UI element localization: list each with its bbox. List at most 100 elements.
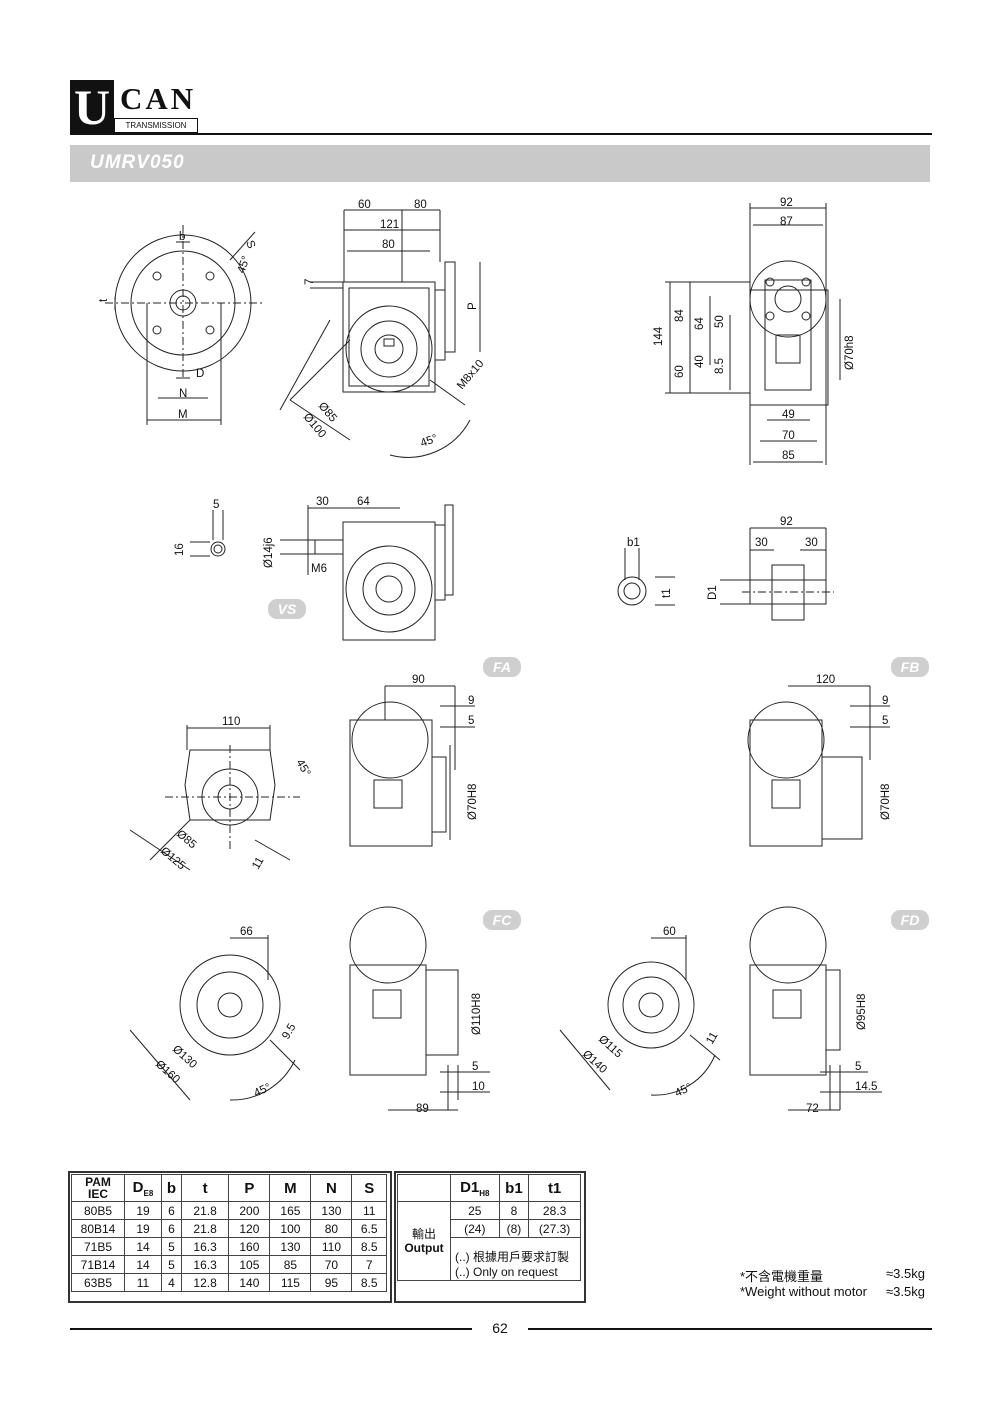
dim-fc-d110h8: Ø110H8 <box>471 993 483 1035</box>
weight-en-label: *Weight without motor <box>740 1284 867 1299</box>
dim-87: 87 <box>780 216 793 228</box>
cell: 19 <box>124 1201 162 1220</box>
dim-t1: t1 <box>661 588 673 598</box>
note-cell: (..) 根據用戶要求訂製 (..) Only on request <box>450 1237 581 1281</box>
dim-45-a: 45° <box>236 255 253 275</box>
weight-en-value: ≈3.5kg <box>886 1284 925 1299</box>
tag-fd: FD <box>891 910 929 930</box>
output-en: Output <box>404 1241 444 1255</box>
th-pam-iec: PAM IEC <box>71 1174 125 1202</box>
dim-vs-30: 30 <box>316 496 329 508</box>
dim-fc-45: 45° <box>252 1081 273 1099</box>
tag-fa: FA <box>483 657 521 677</box>
cell: 16.3 <box>180 1237 230 1256</box>
dim-fd-14-5: 14.5 <box>855 1081 877 1093</box>
cell: 95 <box>310 1273 353 1292</box>
dim-fb-9: 9 <box>882 695 888 707</box>
dim-60-side: 60 <box>674 365 686 378</box>
ucan-logo: U CAN TRANSMISSION <box>70 80 198 134</box>
cell: 70 <box>310 1255 353 1274</box>
output-cn: 輸出 <box>411 1227 436 1241</box>
th-d-label: D <box>132 1178 144 1196</box>
dim-fb-d70h8: Ø70H8 <box>880 784 892 820</box>
cell: (8) <box>498 1219 530 1238</box>
cell: 120 <box>228 1219 271 1238</box>
cell: 11 <box>351 1201 387 1220</box>
cell: 6.5 <box>351 1219 387 1238</box>
tag-fb: FB <box>891 657 929 677</box>
dim-80b: 80 <box>382 239 395 251</box>
th-d1: D1H8 <box>450 1174 500 1202</box>
dim-fa-11: 11 <box>250 855 266 871</box>
dim-fa-d85: Ø85 <box>174 828 198 851</box>
cell: 6 <box>161 1201 182 1220</box>
dim-vs-5: 5 <box>213 499 219 511</box>
page-number: 62 <box>492 1320 508 1336</box>
dim-7: 7 <box>304 279 316 285</box>
cell: 8.5 <box>351 1273 387 1292</box>
cell: 12.8 <box>180 1273 230 1292</box>
dim-m8x10: M8x10 <box>455 358 486 392</box>
th-d1-label: D1 <box>460 1178 480 1196</box>
dim-92-a: 92 <box>780 197 793 209</box>
cell: 19 <box>124 1219 162 1238</box>
dim-sh-92: 92 <box>780 516 793 528</box>
dim-fc-10: 10 <box>472 1081 485 1093</box>
th-b: b <box>161 1174 182 1202</box>
fb-side-view <box>747 685 890 847</box>
dim-60: 60 <box>358 199 371 211</box>
model-banner: UMRV050 <box>70 145 930 182</box>
dim-vs-m6: M6 <box>311 563 327 575</box>
cell: 7 <box>351 1255 387 1274</box>
cell: 28.3 <box>528 1201 581 1220</box>
th-d1-sub: H8 <box>479 1188 490 1198</box>
vs-views <box>190 504 454 641</box>
cell: 130 <box>310 1201 353 1220</box>
cell: (24) <box>450 1219 500 1238</box>
dim-s: S <box>243 239 257 251</box>
cell: 200 <box>228 1201 271 1220</box>
dim-vs-16: 16 <box>174 543 186 556</box>
th-t1: t1 <box>528 1174 581 1202</box>
dim-d70h8-side: Ø70h8 <box>844 335 856 370</box>
dim-b: b <box>179 231 185 243</box>
tag-vs: VS <box>268 599 306 619</box>
dim-40: 40 <box>694 355 706 368</box>
dim-fa-110: 110 <box>222 716 240 728</box>
th-m: M <box>269 1174 312 1202</box>
table2-frame <box>394 1171 586 1303</box>
cell: 160 <box>228 1237 271 1256</box>
dim-fb-5: 5 <box>882 715 888 727</box>
table-header-row: D1H8 b1 t1 <box>397 1174 581 1202</box>
cell: 14 <box>124 1255 162 1274</box>
th-s: S <box>351 1174 387 1202</box>
dim-d1: D1 <box>707 585 719 600</box>
dim-8-5: 8.5 <box>714 358 726 374</box>
weight-note-cn: *不含電機重量 ≈3.5kg <box>740 1266 925 1285</box>
cell: 8 <box>498 1201 530 1220</box>
footer-rule-right <box>528 1328 932 1330</box>
dim-sh-30a: 30 <box>755 537 768 549</box>
header-rule <box>70 133 932 135</box>
dim-70: 70 <box>782 430 795 442</box>
cell: 4 <box>161 1273 182 1292</box>
dim-80: 80 <box>414 199 427 211</box>
dim-fc-d130: Ø130 <box>170 1043 199 1071</box>
cell: 11 <box>124 1273 162 1292</box>
dim-vs-14j6: Ø14j6 <box>263 537 275 568</box>
dim-50: 50 <box>714 315 726 328</box>
dim-fd-d95h8: Ø95H8 <box>856 994 868 1030</box>
th-b1: b1 <box>498 1174 530 1202</box>
cell: 63B5 <box>71 1273 125 1292</box>
dim-fd-60: 60 <box>663 926 676 938</box>
dim-t: t <box>98 298 110 302</box>
dim-fc-9-5: 9.5 <box>280 1022 298 1042</box>
cell: 105 <box>228 1255 271 1274</box>
dim-85-side: 85 <box>782 450 795 462</box>
fa-flange-view <box>129 725 300 871</box>
